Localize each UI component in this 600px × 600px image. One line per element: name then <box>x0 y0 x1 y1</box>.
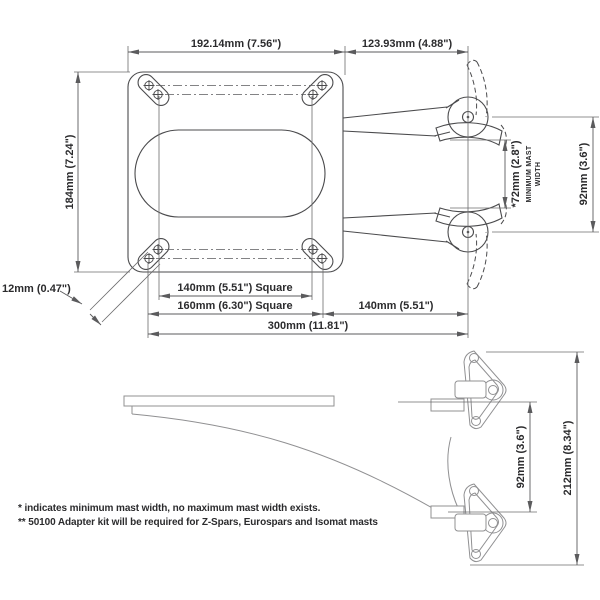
label-overall-width: 300mm (11.81") <box>268 320 349 332</box>
label-bolt-outer: 160mm (6.30") Square <box>177 300 292 312</box>
label-clamp-spacing-side: 92mm (3.6") <box>515 425 527 488</box>
upper-clamp-jaw <box>435 122 503 146</box>
label-min-mast-width: *72mm (2.8") <box>510 140 522 207</box>
top-view <box>127 59 507 290</box>
footnote-adapter-kit: ** 50100 Adapter kit will be required fo… <box>18 517 378 528</box>
upper-clamp-bar <box>430 398 465 412</box>
slot-hole-bottom-left <box>137 238 170 270</box>
side-plate <box>123 395 335 407</box>
label-overall-height: 212mm (8.34") <box>562 420 574 495</box>
side-upper-clamp <box>454 350 507 430</box>
slot-hole-top-right <box>301 74 334 106</box>
lower-clamp-arm <box>342 198 507 290</box>
lower-clamp-jaw <box>435 203 503 227</box>
bracket-sweep-curve <box>131 413 442 514</box>
bracket-edge-curve <box>447 436 463 517</box>
plate-outline <box>127 71 344 273</box>
dimension-lines <box>75 49 596 565</box>
label-slot-width: 12mm (0.47") <box>2 283 71 295</box>
label-min-mast-note-2: WIDTH <box>535 162 542 186</box>
label-plate-height: 184mm (7.24") <box>64 134 76 209</box>
centerlines <box>156 85 315 259</box>
label-plate-width: 192.14mm (7.56") <box>191 38 282 50</box>
upper-clamp-arm <box>342 59 507 151</box>
upper-jaw-phantom <box>466 59 507 151</box>
footnotes: * indicates minimum mast width, no maxim… <box>18 503 378 528</box>
dimension-extension-lines <box>59 46 599 566</box>
slot-hole-bottom-right <box>301 238 334 270</box>
lower-jaw-phantom <box>466 198 507 290</box>
side-lower-clamp <box>454 483 507 563</box>
label-min-mast-note-1: MINIMUM MAST <box>526 145 533 202</box>
label-bolt-inner: 140mm (5.51") Square <box>177 282 292 294</box>
side-view <box>123 350 507 563</box>
label-clamp-spacing-top: 92mm (3.6") <box>578 142 590 205</box>
center-cutout <box>134 129 326 218</box>
label-clamp-offset: 140mm (5.51") <box>359 300 434 312</box>
footnote-min-mast: * indicates minimum mast width, no maxim… <box>18 503 321 514</box>
slot-hole-top-left <box>137 74 170 106</box>
label-arm-reach: 123.93mm (4.88") <box>362 38 453 50</box>
dimension-labels: 192.14mm (7.56") 123.93mm (4.88") 184mm … <box>2 38 590 495</box>
